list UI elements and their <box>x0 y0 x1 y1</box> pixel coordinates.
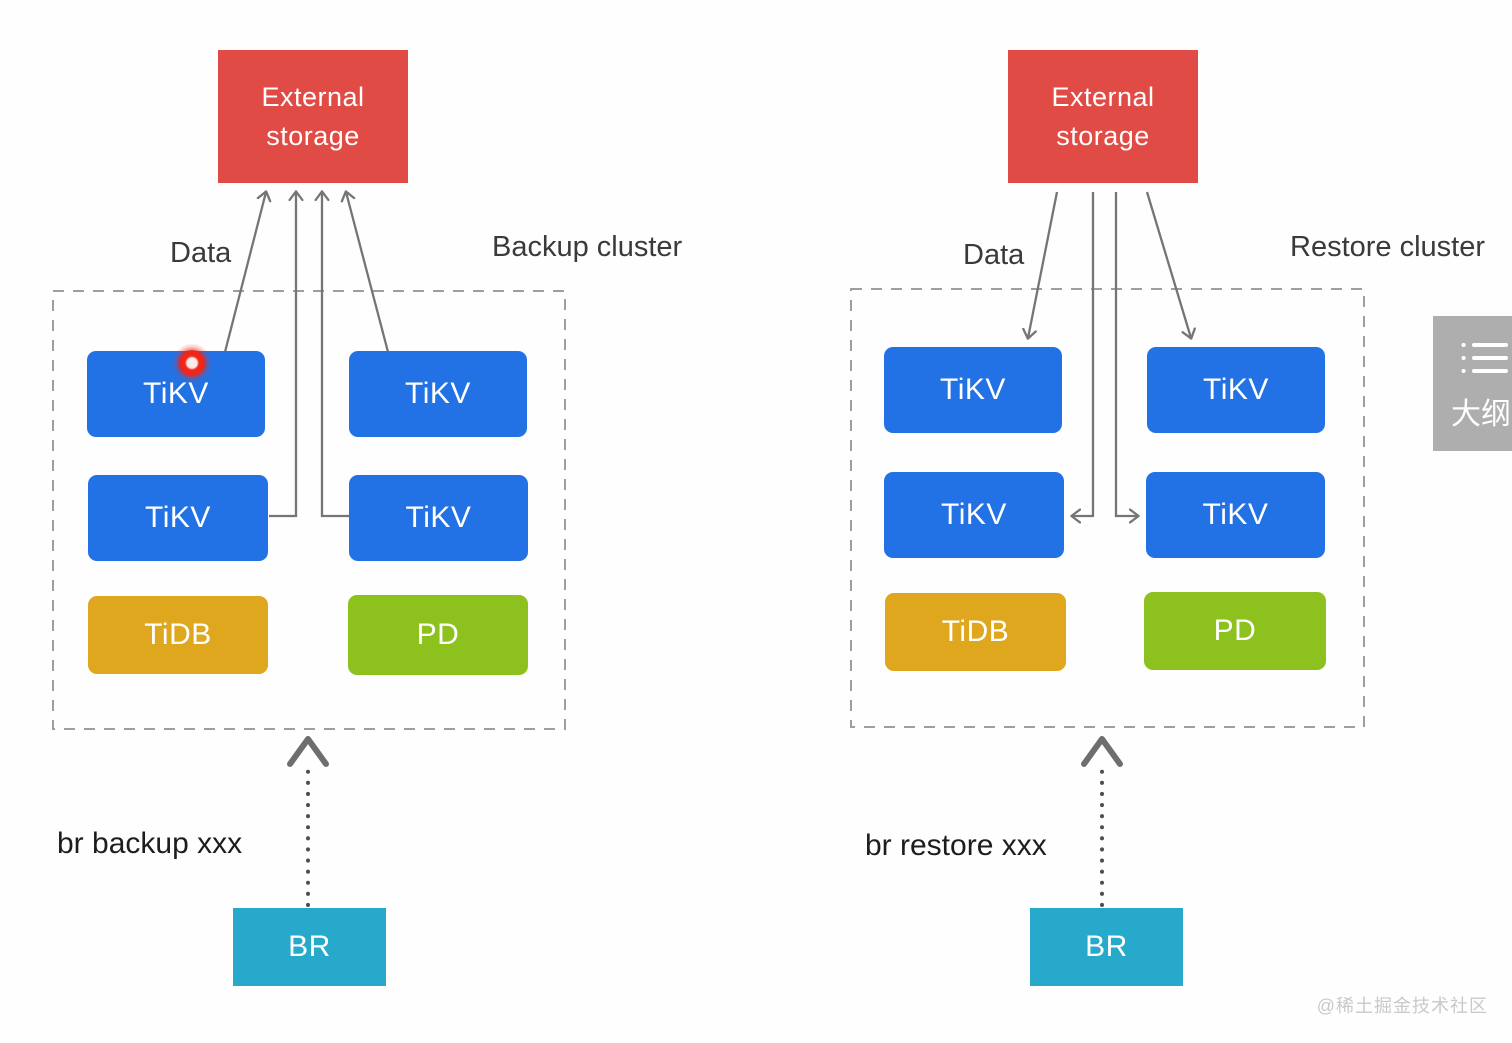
list-icon <box>1461 343 1508 373</box>
watermark: @稀土掘金技术社区 <box>1316 996 1488 1016</box>
restore-tikv-label-2: TiKV <box>1203 373 1269 406</box>
backup-tikv-node-2: TiKV <box>349 351 527 437</box>
backup-tikv-label-2: TiKV <box>405 377 471 410</box>
backup-upload-arrow-4 <box>346 192 390 353</box>
backup-pd-node: PD <box>348 595 528 675</box>
restore-pd-label: PD <box>1213 614 1257 647</box>
restore-tikv-node-1: TiKV <box>884 347 1062 433</box>
restore-tikv-node-3: TiKV <box>884 472 1064 558</box>
backup-command-label: br backup xxx <box>57 827 243 860</box>
restore-download-arrow-4 <box>1145 191 1191 338</box>
backup-upload-arrow-2 <box>269 192 296 518</box>
backup-external-storage-label: External storage <box>261 82 365 151</box>
restore-pd-node: PD <box>1144 592 1326 670</box>
backup-tidb-label: TiDB <box>144 618 212 651</box>
restore-tikv-node-2: TiKV <box>1147 347 1325 433</box>
backup-upload-arrow-1 <box>223 192 266 353</box>
restore-tidb-label: TiDB <box>941 615 1010 648</box>
backup-pd-label: PD <box>416 618 460 651</box>
backup-tikv-node-3: TiKV <box>88 475 268 561</box>
restore-cluster-title: Restore cluster <box>1290 231 1486 263</box>
br-backup-arrowhead <box>287 736 329 767</box>
restore-tikv-label-1: TiKV <box>940 373 1006 406</box>
outline-panel-button[interactable]: 大纲 <box>1433 316 1512 451</box>
backup-tikv-node-4: TiKV <box>349 475 528 561</box>
restore-command-label: br restore xxx <box>865 829 1047 862</box>
restore-tikv-label-3: TiKV <box>941 498 1007 531</box>
backup-cluster-title: Backup cluster <box>492 231 683 263</box>
restore-download-arrow-2 <box>1072 192 1095 516</box>
restore-tikv-node-4: TiKV <box>1146 472 1325 558</box>
backup-tidb-node: TiDB <box>88 596 268 674</box>
outline-panel-label: 大纲 <box>1451 398 1511 431</box>
backup-br-node: BR <box>233 908 386 986</box>
restore-download-arrow-1 <box>1028 191 1059 338</box>
backup-tikv-label-4: TiKV <box>405 501 472 534</box>
restore-external-storage-label: External storage <box>1051 82 1155 151</box>
restore-external-storage-box: External storage <box>1008 50 1198 183</box>
backup-data-label: Data <box>170 237 232 269</box>
backup-br-label: BR <box>288 930 331 963</box>
backup-external-storage-box: External storage <box>218 50 408 183</box>
restore-data-label: Data <box>963 239 1025 271</box>
backup-tikv-label-3: TiKV <box>145 501 211 534</box>
restore-download-arrow-3 <box>1114 192 1138 516</box>
restore-tidb-node: TiDB <box>885 593 1066 671</box>
backup-upload-arrow-3 <box>322 192 349 518</box>
restore-tikv-label-4: TiKV <box>1202 498 1269 531</box>
restore-br-label: BR <box>1085 930 1128 963</box>
br-restore-arrowhead <box>1081 736 1123 767</box>
cursor-highlight-dot <box>172 343 212 383</box>
restore-br-node: BR <box>1030 908 1183 986</box>
